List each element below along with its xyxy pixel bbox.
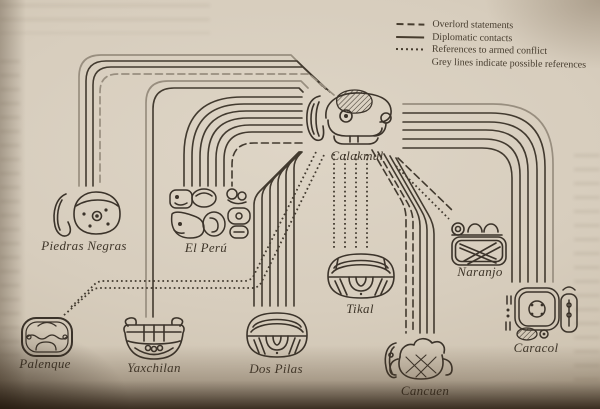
dos-pilas-label: Dos Pilas xyxy=(249,361,303,376)
palenque-label: Palenque xyxy=(19,356,71,371)
cancuen-label: Cancuen xyxy=(400,383,450,398)
legend: Overlord statements Diplomatic contacts … xyxy=(395,18,600,72)
bundle-calakmul-piedras-negras xyxy=(78,54,335,187)
bundle-calakmul-palenque xyxy=(62,151,325,317)
yaxchilan-glyph xyxy=(120,317,188,361)
tikal-glyph xyxy=(320,250,402,302)
dos-pilas-glyph xyxy=(240,309,314,361)
dashed-line-swatch xyxy=(396,23,425,26)
naranjo-label: Naranjo xyxy=(457,264,503,279)
el-peru-glyph xyxy=(166,184,252,242)
bundle-calakmul-caracol xyxy=(402,103,554,283)
caracol-glyph xyxy=(501,284,581,342)
naranjo-glyph xyxy=(444,217,514,269)
calakmul-label: Calakmul xyxy=(330,148,384,163)
solid-line-swatch xyxy=(396,35,425,39)
bundle-calakmul-yaxchilan xyxy=(145,80,309,318)
bundle-calakmul-naranjo xyxy=(395,157,454,220)
tikal-label: Tikal xyxy=(346,301,374,316)
cancuen-glyph xyxy=(382,333,460,389)
caracol-label: Caracol xyxy=(513,340,559,355)
el-peru-label: El Perú xyxy=(184,240,228,255)
dotted-line-swatch xyxy=(395,48,424,51)
bundle-calakmul-dos-pilas xyxy=(253,151,303,307)
bundle-calakmul-cancuen xyxy=(371,149,435,334)
bundle-calakmul-tikal xyxy=(333,154,368,248)
piedras-negras-glyph xyxy=(50,186,124,240)
calakmul-glyph xyxy=(298,84,404,150)
bundle-calakmul-el-peru xyxy=(183,96,303,187)
piedras-negras-label: Piedras Negras xyxy=(41,238,127,253)
palenque-glyph xyxy=(19,315,75,359)
yaxchilan-label: Yaxchilan xyxy=(127,360,181,375)
